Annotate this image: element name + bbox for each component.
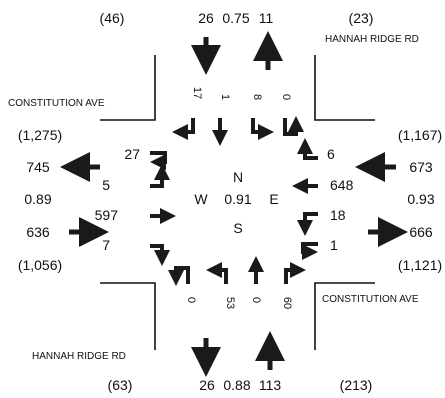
south-leg-summary: (63) 26 0.88 113 (213): [108, 377, 373, 393]
north-phf: 0.75: [222, 10, 249, 26]
east-outbound: 673: [409, 159, 433, 175]
east-mvmt-3: 18: [330, 207, 346, 223]
compass-south: S: [233, 220, 242, 236]
west-movements: 27 5 597 7: [95, 146, 141, 253]
east-left-turn-icon: [297, 212, 318, 236]
street-name-north: HANNAH RIDGE RD: [325, 34, 419, 45]
south-mvmt-1: 0: [185, 297, 197, 303]
curb-ne: [314, 55, 375, 121]
north-right-turn-icon: [172, 118, 195, 140]
east-movements: 6 648 18 1: [327, 146, 354, 253]
west-outbound: 745: [26, 159, 50, 175]
south-mvmt-4: 60: [281, 297, 293, 309]
south-right-turn-icon: [284, 262, 306, 284]
curb-nw: [100, 55, 156, 121]
west-turn-arrows: [150, 151, 176, 266]
east-peak-out: (1,167): [398, 127, 442, 143]
curb-sw: [100, 282, 156, 350]
east-leg-summary: (1,167) 673 0.93 666 (1,121): [398, 127, 442, 273]
west-phf: 0.89: [24, 191, 51, 207]
west-peak-out: (1,275): [18, 127, 62, 143]
north-inbound: 11: [259, 10, 274, 26]
east-right-turn-icon: [297, 138, 318, 160]
west-peak-in: (1,056): [18, 257, 62, 273]
west-mvmt-4: 7: [102, 237, 110, 253]
west-uturn-icon: [150, 151, 167, 170]
west-left-turn-icon: [150, 164, 170, 188]
north-mvmt-2: 1: [219, 94, 231, 100]
north-peak-out: (46): [100, 10, 125, 26]
north-mvmt-4: 0: [280, 94, 292, 100]
center-compass: N W 0.91 E S: [194, 169, 278, 236]
north-uturn-icon: [283, 116, 304, 136]
street-name-east: CONSTITUTION AVE: [322, 294, 419, 305]
street-name-west: CONSTITUTION AVE: [8, 98, 105, 109]
street-name-south: HANNAH RIDGE RD: [32, 351, 126, 362]
south-peak-out: (63): [108, 377, 133, 393]
north-movements: 17 1 8 0: [191, 87, 292, 100]
south-turn-arrows: [168, 256, 306, 286]
south-left-turn-icon: [206, 262, 228, 284]
west-mvmt-3: 597: [95, 207, 119, 223]
north-leg-summary: (46) 26 0.75 11 (23): [100, 10, 374, 26]
south-uturn-icon: [168, 266, 190, 286]
south-mvmt-3: 0: [250, 297, 262, 303]
north-mvmt-3: 8: [251, 94, 263, 100]
north-peak-in: (23): [349, 10, 374, 26]
east-turn-arrows: [292, 138, 318, 260]
east-mvmt-2: 648: [330, 177, 354, 193]
east-uturn-icon: [301, 242, 318, 260]
south-movements: 0 53 0 60: [185, 297, 293, 309]
north-turn-arrows: [172, 116, 304, 146]
compass-north: N: [233, 169, 243, 185]
south-mvmt-2: 53: [224, 297, 236, 309]
east-inbound: 666: [409, 224, 433, 240]
south-peak-in: (213): [340, 377, 373, 393]
south-outbound: 26: [199, 377, 215, 393]
curb-lines: [100, 55, 375, 350]
west-mvmt-2: 5: [102, 177, 110, 193]
east-mvmt-4: 1: [330, 237, 338, 253]
west-inbound: 636: [26, 224, 50, 240]
west-mvmt-1: 27: [124, 146, 140, 162]
west-leg-summary: (1,275) 745 0.89 636 (1,056): [18, 127, 62, 273]
north-left-turn-icon: [251, 118, 274, 140]
west-right-turn-icon: [150, 244, 170, 266]
north-mvmt-1: 17: [191, 87, 203, 99]
east-phf: 0.93: [407, 191, 434, 207]
east-peak-in: (1,121): [398, 257, 442, 273]
compass-west: W: [194, 191, 208, 207]
south-inbound: 113: [259, 377, 282, 393]
intersection-phf: 0.91: [224, 191, 251, 207]
curb-se: [314, 282, 375, 350]
south-phf: 0.88: [223, 377, 250, 393]
compass-east: E: [269, 191, 278, 207]
east-mvmt-1: 6: [327, 146, 335, 162]
leg-flow-arrows: [60, 31, 408, 377]
north-outbound: 26: [198, 10, 214, 26]
